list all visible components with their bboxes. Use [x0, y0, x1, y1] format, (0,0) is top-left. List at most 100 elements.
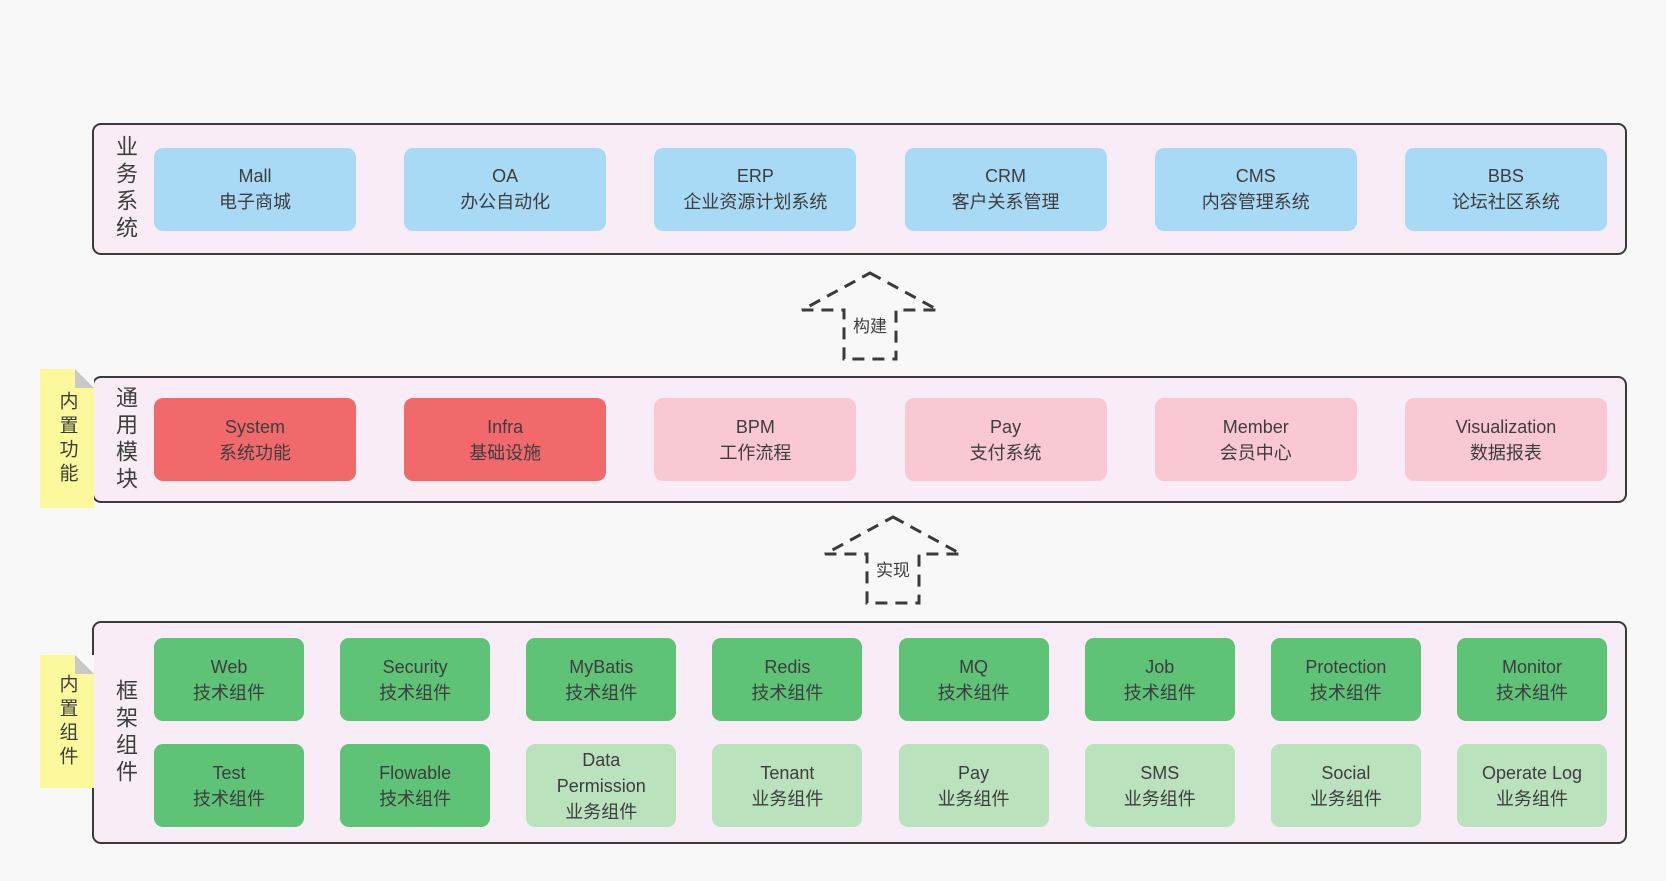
- band-label: 框架组件: [113, 678, 138, 787]
- box-subtitle: 技术组件: [193, 682, 265, 703]
- box-title: BBS: [1487, 166, 1524, 186]
- box-subtitle: 电子商城: [219, 192, 291, 212]
- box-title: Flowable: [379, 762, 452, 783]
- sticky-note: 内置功能: [40, 369, 94, 508]
- box-system: System 系统功能: [154, 398, 356, 481]
- box-mybatis: MyBatis 技术组件: [526, 638, 677, 721]
- band-label: 通用模块: [113, 385, 138, 494]
- box-member: Member 会员中心: [1154, 398, 1357, 481]
- box-title: Infra: [487, 416, 524, 437]
- arrow-build: 构建: [800, 270, 940, 362]
- box-title: SMS: [1140, 762, 1180, 783]
- arrow-label: 构建: [851, 312, 889, 337]
- sticky-note: 内置组件: [40, 655, 94, 788]
- box-subtitle: 客户关系管理: [951, 192, 1060, 212]
- box-subtitle: 企业资源计划系统: [683, 192, 828, 212]
- box-subtitle: 系统功能: [219, 442, 291, 463]
- band-modules: 内置功能 通用模块 System 系统功能 Infra 基础设施 BPM 工作流…: [40, 369, 1627, 508]
- box-oa: OA 办公自动化: [404, 147, 607, 231]
- band-row: Web 技术组件 Security 技术组件 MyBatis 技术组件 Redi…: [154, 638, 1607, 721]
- sticky-note-label: 内置组件: [56, 673, 78, 770]
- band-business: 业务系统 Mall 电子商城 OA 办公自动化 ERP 企业资源计划系统 CRM…: [92, 123, 1627, 255]
- box-subtitle: 办公自动化: [460, 192, 551, 212]
- box-subtitle: 工作流程: [719, 442, 792, 463]
- arrow-implement: 实现: [823, 514, 963, 606]
- box-mall: Mall 电子商城: [154, 147, 356, 231]
- box-data-permission: Data Permission 业务组件: [526, 744, 677, 827]
- box-subtitle: 技术组件: [1123, 682, 1196, 703]
- box-title: Tenant: [760, 762, 815, 783]
- box-visualization: Visualization 数据报表: [1404, 398, 1607, 481]
- box-subtitle: 数据报表: [1469, 442, 1542, 463]
- band-label: 业务系统: [113, 135, 138, 243]
- box-web: Web 技术组件: [154, 638, 304, 721]
- box-title: Job: [1145, 656, 1175, 677]
- box-title: MyBatis: [569, 656, 634, 677]
- box-title: System: [224, 416, 285, 437]
- box-title: ERP: [736, 166, 774, 186]
- box-job: Job 技术组件: [1084, 638, 1235, 721]
- box-title: MQ: [959, 656, 989, 677]
- box-subtitle: 技术组件: [1309, 682, 1382, 703]
- box-subtitle: 技术组件: [937, 682, 1010, 703]
- band-rows: Web 技术组件 Security 技术组件 MyBatis 技术组件 Redi…: [154, 638, 1607, 827]
- box-protection: Protection 技术组件: [1270, 638, 1421, 721]
- box-bpm: BPM 工作流程: [654, 398, 857, 481]
- box-title: BPM: [735, 416, 775, 437]
- box-subtitle: 基础设施: [469, 442, 542, 463]
- box-erp: ERP 企业资源计划系统: [654, 147, 857, 231]
- box-subtitle: 技术组件: [1495, 682, 1568, 703]
- box-subtitle: 技术组件: [379, 682, 452, 703]
- box-bbs: BBS 论坛社区系统: [1404, 147, 1607, 231]
- box-subtitle: 支付系统: [969, 442, 1042, 463]
- box-subtitle: 业务组件: [751, 788, 824, 809]
- box-subtitle: 技术组件: [751, 682, 824, 703]
- box-title: OA: [492, 166, 519, 186]
- box-pay: Pay 业务组件: [898, 744, 1049, 827]
- box-title: Monitor: [1501, 656, 1562, 677]
- box-crm: CRM 客户关系管理: [904, 147, 1107, 231]
- box-subtitle: 业务组件: [1495, 788, 1568, 809]
- box-title: Operate Log: [1481, 762, 1583, 783]
- box-title: Security: [382, 656, 448, 677]
- box-title: Data Permission: [556, 749, 646, 796]
- box-tenant: Tenant 业务组件: [712, 744, 863, 827]
- arrow-label: 实现: [874, 556, 912, 581]
- box-title: CMS: [1235, 166, 1276, 186]
- box-social: Social 业务组件: [1270, 744, 1421, 827]
- box-title: Web: [210, 656, 248, 677]
- box-flowable: Flowable 技术组件: [340, 744, 491, 827]
- box-subtitle: 会员中心: [1219, 442, 1292, 463]
- box-test: Test 技术组件: [154, 744, 304, 827]
- box-security: Security 技术组件: [340, 638, 491, 721]
- band-rows: System 系统功能 Infra 基础设施 BPM 工作流程 Pay 支付系统…: [154, 398, 1607, 481]
- box-sms: SMS 业务组件: [1084, 744, 1235, 827]
- box-title: Pay: [958, 762, 990, 783]
- box-operate-log: Operate Log 业务组件: [1456, 744, 1607, 827]
- box-title: Redis: [764, 656, 811, 677]
- box-subtitle: 业务组件: [937, 788, 1010, 809]
- box-title: Mall: [238, 166, 272, 186]
- band-row: Mall 电子商城 OA 办公自动化 ERP 企业资源计划系统 CRM 客户关系…: [154, 147, 1607, 231]
- band-row: Test 技术组件 Flowable 技术组件 Data Permission …: [154, 744, 1607, 827]
- box-title: Visualization: [1455, 416, 1557, 437]
- box-title: Test: [212, 762, 246, 783]
- band-framework: 内置组件 框架组件 Web 技术组件 Security 技术组件 MyBatis…: [40, 621, 1627, 844]
- box-pay: Pay 支付系统: [904, 398, 1107, 481]
- box-title: Pay: [990, 416, 1022, 437]
- box-cms: CMS 内容管理系统: [1154, 147, 1357, 231]
- box-subtitle: 业务组件: [1123, 788, 1196, 809]
- box-subtitle: 技术组件: [193, 788, 265, 809]
- box-title: Protection: [1305, 656, 1387, 677]
- box-redis: Redis 技术组件: [712, 638, 863, 721]
- box-title: CRM: [985, 166, 1027, 186]
- box-monitor: Monitor 技术组件: [1456, 638, 1607, 721]
- box-title: Social: [1321, 762, 1371, 783]
- box-subtitle: 业务组件: [1309, 788, 1382, 809]
- box-subtitle: 业务组件: [565, 801, 638, 822]
- band-rows: Mall 电子商城 OA 办公自动化 ERP 企业资源计划系统 CRM 客户关系…: [154, 147, 1607, 231]
- band-row: System 系统功能 Infra 基础设施 BPM 工作流程 Pay 支付系统…: [154, 398, 1607, 481]
- box-subtitle: 内容管理系统: [1201, 192, 1310, 212]
- folded-corner-icon: [75, 369, 94, 388]
